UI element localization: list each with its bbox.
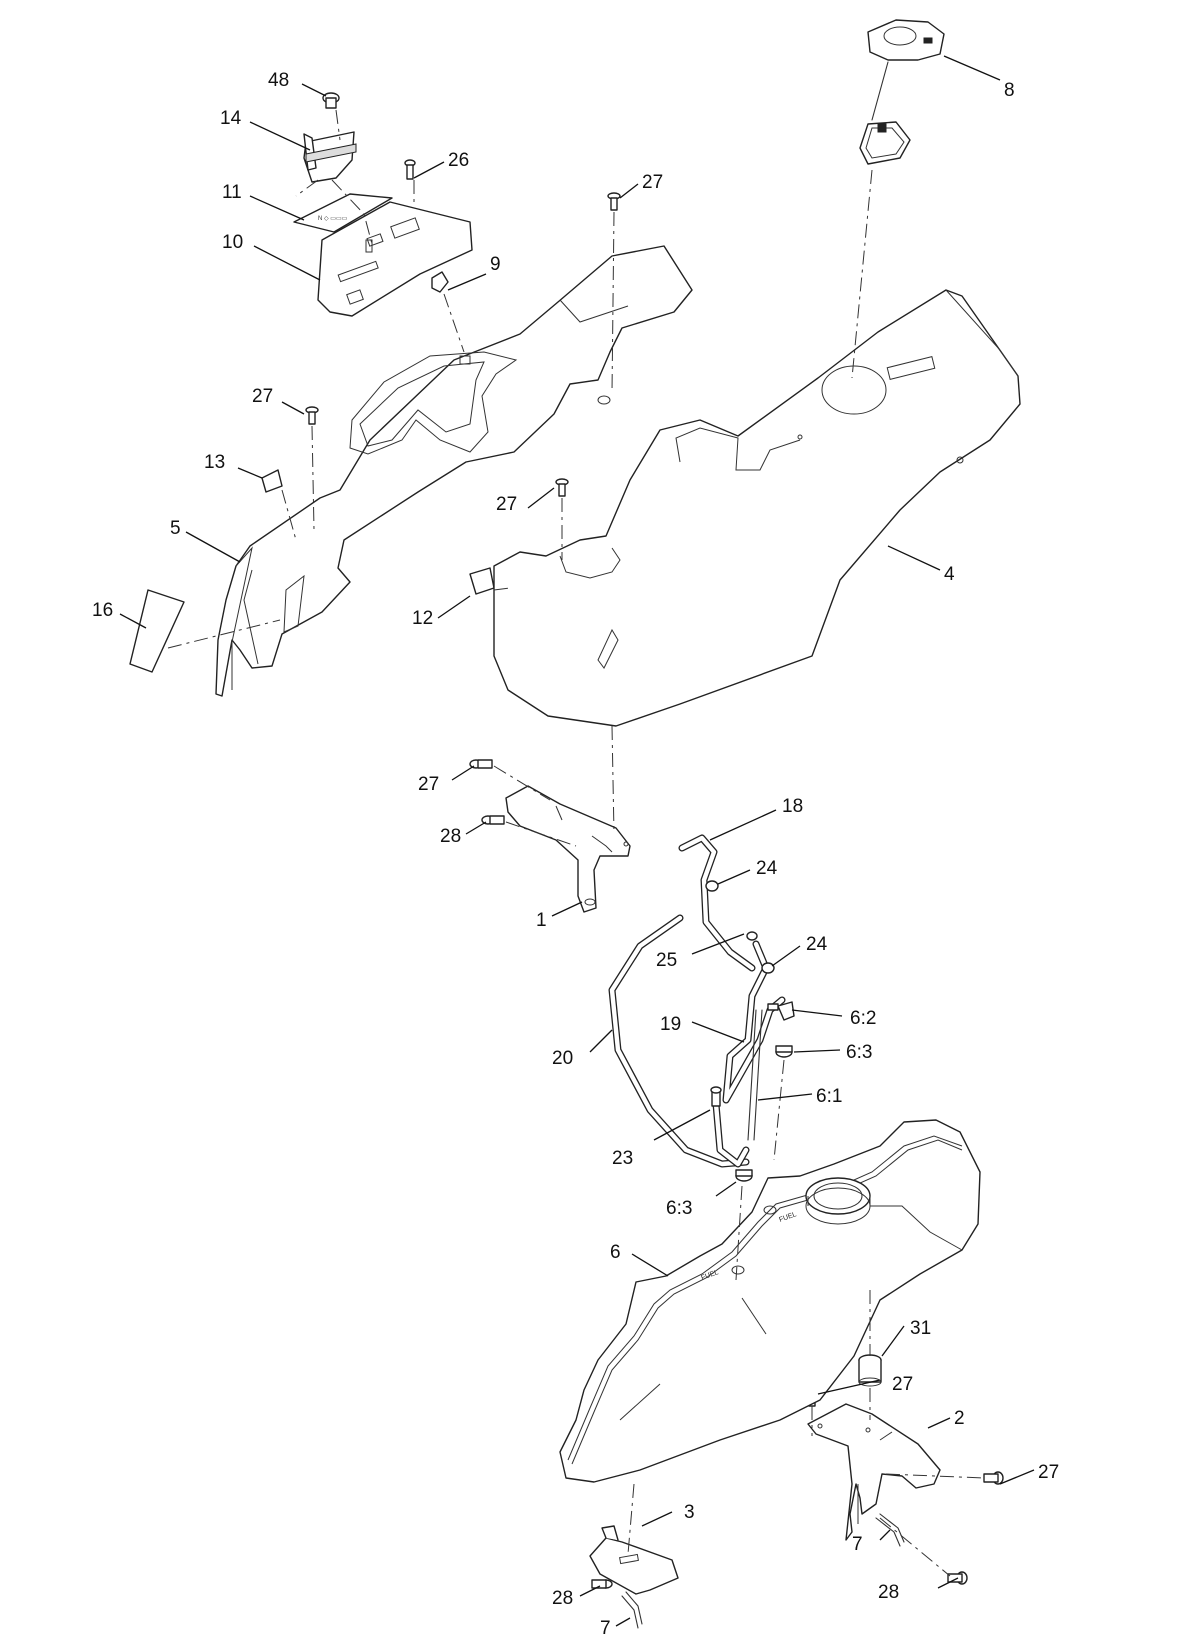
- part-9-clip: [431, 271, 449, 293]
- screw-27-a: [607, 192, 621, 211]
- callout-19: 19: [660, 1014, 681, 1035]
- callout-6-3-b: 6:3: [666, 1198, 692, 1219]
- part-24-clamp-b: [761, 962, 775, 974]
- callout-26: 26: [448, 150, 469, 171]
- callout-3: 3: [684, 1502, 695, 1523]
- callout-1: 1: [536, 910, 547, 931]
- callout-5: 5: [170, 518, 181, 539]
- part-23-fitting: [710, 1086, 722, 1107]
- part-6-3-grommet-b: [735, 1169, 753, 1182]
- callout-6-2: 6:2: [850, 1008, 876, 1029]
- callout-8: 8: [1004, 80, 1015, 101]
- callout-27-b: 27: [252, 386, 273, 407]
- assembly-lines: [167, 109, 985, 1577]
- part-26-screw: [404, 159, 416, 180]
- part-3-bracket: [589, 1525, 679, 1595]
- part-25-clamp: [746, 931, 758, 941]
- callout-10: 10: [222, 232, 243, 253]
- part-6-fuel-tank: FUEL FUEL: [559, 1119, 981, 1483]
- part-19-hose: [722, 940, 786, 1104]
- callout-27-c: 27: [496, 494, 517, 515]
- svg-text:N ◇ ▭▭▭: N ◇ ▭▭▭: [318, 216, 348, 222]
- screw-27-f: [983, 1471, 1004, 1485]
- part-10-panel: [317, 201, 473, 317]
- screw-27-b: [305, 406, 319, 425]
- part-31-mount: [858, 1354, 882, 1387]
- callout-12: 12: [412, 608, 433, 629]
- callout-28-c: 28: [878, 1582, 899, 1603]
- callout-4: 4: [944, 564, 955, 585]
- callout-27-a: 27: [642, 172, 663, 193]
- part-7-clip-b: [621, 1591, 643, 1629]
- part-12-bumper: [469, 567, 495, 595]
- part-18-hose: [678, 834, 756, 972]
- callout-11: 11: [222, 182, 242, 203]
- part-7-clip-a: [875, 1513, 905, 1547]
- callout-27-e: 27: [892, 1374, 913, 1395]
- callout-2: 2: [954, 1408, 965, 1429]
- callout-6: 6: [610, 1242, 621, 1263]
- part-13-bumper: [261, 469, 283, 493]
- screw-27-c: [555, 478, 569, 497]
- callout-24-a: 24: [756, 858, 778, 879]
- part-48-knob: [322, 92, 340, 109]
- part-2-bracket: [807, 1403, 941, 1541]
- part-14-latch: [303, 131, 357, 183]
- callout-18: 18: [782, 796, 803, 817]
- part-24-clamp-a: [705, 880, 719, 892]
- callout-9: 9: [490, 254, 501, 275]
- part-1-bracket: [505, 785, 631, 913]
- callout-14: 14: [220, 108, 242, 129]
- screw-28-b: [591, 1579, 613, 1589]
- part-6-1-tube: [747, 1009, 763, 1141]
- callout-6-3-a: 6:3: [846, 1042, 872, 1063]
- part-16-decal: [129, 589, 185, 673]
- callout-48: 48: [268, 70, 289, 91]
- callout-28-a: 28: [440, 826, 461, 847]
- callout-27-d: 27: [418, 774, 439, 795]
- callout-28-b: 28: [552, 1588, 573, 1609]
- callout-16: 16: [92, 600, 113, 621]
- callout-31: 31: [910, 1318, 931, 1339]
- part-6-2-fitting: [767, 1001, 795, 1021]
- callout-25: 25: [656, 950, 677, 971]
- part-11-decal: N ◇ ▭▭▭: [293, 193, 393, 233]
- callout-24-b: 24: [806, 934, 828, 955]
- callout-6-1: 6:1: [816, 1086, 842, 1107]
- callout-23: 23: [612, 1148, 633, 1169]
- part-4-tank-cover: [493, 289, 1021, 727]
- callout-7-b: 7: [600, 1618, 611, 1639]
- callout-20: 20: [552, 1048, 573, 1069]
- callout-7-a: 7: [852, 1534, 863, 1555]
- callout-labels: 48 14 26 11 10 9 27 27 13 5 16 27 12 4 8…: [92, 70, 1059, 1639]
- callout-13: 13: [204, 452, 225, 473]
- callout-27-f: 27: [1038, 1462, 1059, 1483]
- part-8-fuel-cap: [859, 19, 945, 165]
- part-20-hose: [608, 914, 750, 1168]
- part-6-3-grommet-a: [775, 1045, 793, 1058]
- part-5-fender: [215, 245, 693, 697]
- part-23-hose: [712, 1100, 750, 1168]
- leader-lines: [119, 55, 1035, 1627]
